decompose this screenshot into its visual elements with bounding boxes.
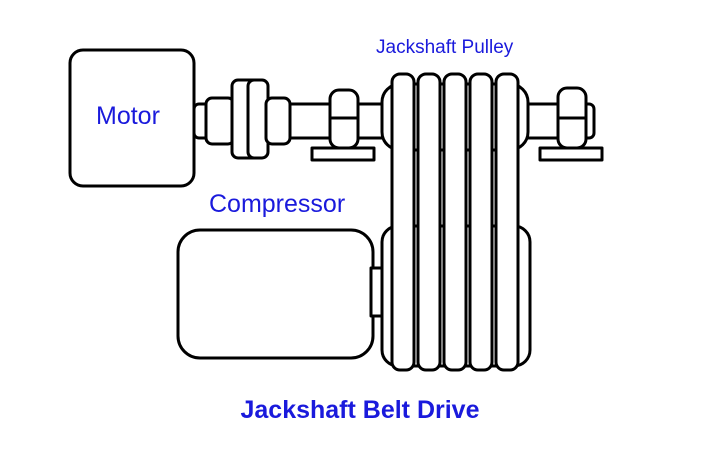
diagram-caption: Jackshaft Belt Drive bbox=[240, 396, 480, 424]
belt bbox=[390, 72, 416, 372]
belt bbox=[468, 72, 494, 372]
pillow-block-bearing-left bbox=[310, 88, 376, 162]
belt bbox=[494, 72, 520, 372]
belt bbox=[416, 72, 442, 372]
jackshaft-pulley-label: Jackshaft Pulley bbox=[376, 37, 514, 58]
compressor-body bbox=[176, 228, 375, 360]
motor-label: Motor bbox=[96, 102, 160, 130]
compressor-label: Compressor bbox=[209, 190, 346, 218]
drive-belts bbox=[390, 72, 520, 372]
shaft-coupling bbox=[204, 78, 292, 160]
belt bbox=[442, 72, 468, 372]
pillow-block-bearing-right bbox=[538, 86, 604, 162]
